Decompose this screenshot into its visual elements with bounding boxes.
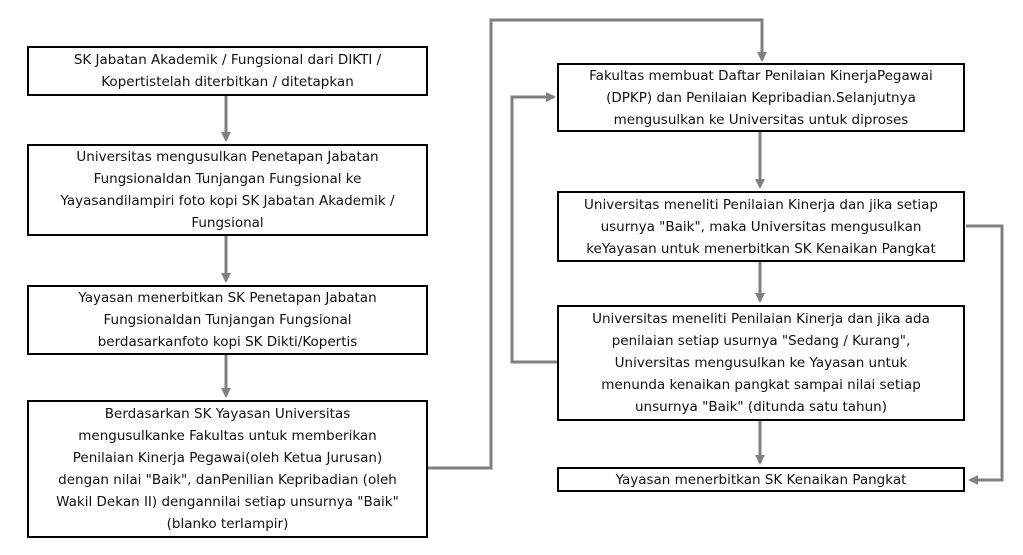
arrow-b4-b5 [427,18,767,470]
step-universitas-meneliti-baik: Universitas meneliti Penilaian Kinerja d… [557,191,965,262]
step-universitas-mengusulkan-penetapan: Universitas mengusulkan Penetapan Jabata… [27,144,428,236]
arrow-b7-b5-loop [510,92,557,364]
step-yayasan-menerbitkan-sk-penetapan: Yayasan menerbitkan SK Penetapan Jabatan… [27,285,428,355]
step-fakultas-membuat-dpkp: Fakultas membuat Daftar Penilaian Kinerj… [557,63,965,132]
step-universitas-meneliti-sedang-kurang: Universitas meneliti Penilaian Kinerja d… [557,305,965,421]
step-text: Yayasan menerbitkan SK Penetapan Jabatan… [78,290,377,350]
step-yayasan-menerbitkan-sk-kenaikan: Yayasan menerbitkan SK Kenaikan Pangkat [557,467,965,492]
step-text: Universitas meneliti Penilaian Kinerja d… [592,311,930,415]
step-text: Berdasarkan SK Yayasan Universitas mengu… [56,406,399,532]
step-sk-jabatan-dikti: SK Jabatan Akademik / Fungsional dari DI… [27,46,428,96]
step-text: Universitas mengusulkan Penetapan Jabata… [60,149,395,231]
step-text: Yayasan menerbitkan SK Kenaikan Pangkat [615,471,907,488]
step-text: Universitas meneliti Penilaian Kinerja d… [584,196,938,257]
step-text: SK Jabatan Akademik / Fungsional dari DI… [73,52,382,90]
step-text: Fakultas membuat Daftar Penilaian Kinerj… [589,67,933,128]
step-berdasarkan-sk-yayasan: Berdasarkan SK Yayasan Universitas mengu… [27,400,428,538]
arrow-b6-b8 [966,224,1004,485]
